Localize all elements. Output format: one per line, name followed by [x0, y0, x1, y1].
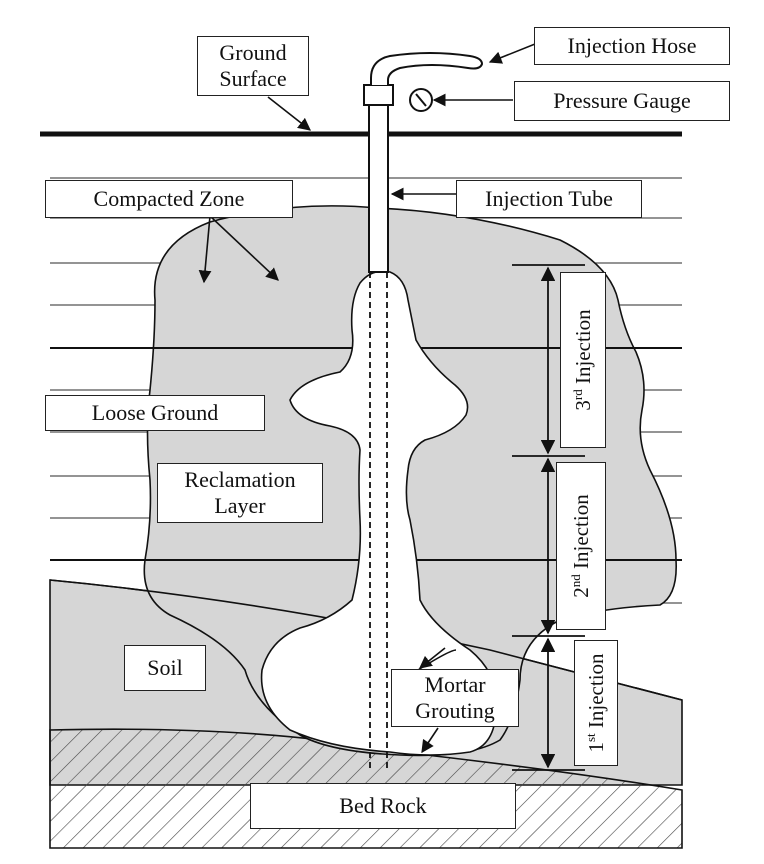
- grout-bulb: [260, 270, 498, 756]
- reclamation-line2: Layer: [214, 493, 266, 518]
- compacted-zone-text: Compacted Zone: [93, 186, 245, 211]
- inj3-word: Injection: [571, 309, 595, 390]
- pressure-gauge-label: Pressure Gauge: [514, 81, 730, 121]
- ground-surface-line1: Ground: [219, 40, 287, 65]
- mortar-line2: Grouting: [415, 698, 495, 723]
- inj2-num: 2: [569, 587, 593, 598]
- injection-tube-text: Injection Tube: [485, 186, 613, 211]
- inj2-sup: nd: [568, 574, 583, 588]
- third-injection-text: 3rd Injection: [570, 309, 596, 410]
- inj1-sup: st: [583, 733, 598, 743]
- ground-surface-line2: Surface: [219, 66, 287, 91]
- injection-hose-label: Injection Hose: [534, 27, 730, 65]
- first-injection-label: 1st Injection: [574, 640, 618, 766]
- pressure-gauge-text: Pressure Gauge: [553, 88, 691, 113]
- injection-tube: [368, 103, 389, 273]
- injection-range-arrows: [512, 264, 585, 771]
- loose-ground-text: Loose Ground: [91, 400, 219, 425]
- first-injection-text: 1st Injection: [583, 653, 609, 752]
- reclamation-layer-label: Reclamation Layer: [157, 463, 323, 523]
- mortar-line1: Mortar: [424, 672, 486, 697]
- inj2-word: Injection: [569, 494, 593, 575]
- reclamation-line1: Reclamation: [184, 467, 296, 492]
- bed-rock-label: Bed Rock: [250, 783, 516, 829]
- bed-rock-text: Bed Rock: [339, 793, 427, 818]
- ground-surface-label: Ground Surface: [197, 36, 309, 96]
- second-injection-text: 2nd Injection: [568, 494, 594, 597]
- compacted-zone-label: Compacted Zone: [45, 180, 293, 218]
- third-injection-label: 3rd Injection: [560, 272, 606, 448]
- second-injection-label: 2nd Injection: [556, 462, 606, 630]
- mortar-grouting-label: Mortar Grouting: [391, 669, 519, 727]
- inj3-num: 3: [571, 400, 595, 411]
- inj1-num: 1: [584, 742, 608, 753]
- soil-text: Soil: [147, 655, 183, 680]
- injection-tube-label: Injection Tube: [456, 180, 642, 218]
- soil-label: Soil: [124, 645, 206, 691]
- injection-hose: [370, 52, 484, 85]
- loose-ground-label: Loose Ground: [45, 395, 265, 431]
- injection-hose-text: Injection Hose: [567, 33, 697, 58]
- tube-coupling: [363, 84, 394, 106]
- inj1-word: Injection: [584, 653, 608, 734]
- inj3-sup: rd: [570, 389, 585, 401]
